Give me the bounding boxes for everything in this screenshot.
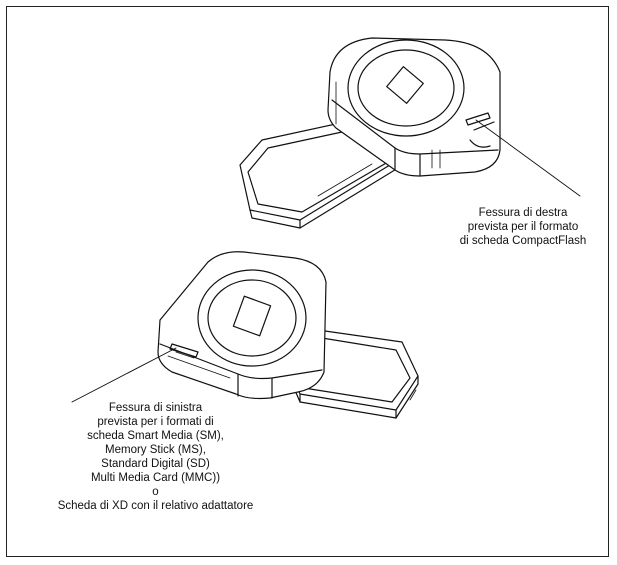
caption-line: Memory Stick (MS), — [105, 444, 206, 456]
figure-frame — [6, 6, 609, 557]
caption-line: o — [152, 486, 159, 498]
left-slot-caption: Fessura di sinistra prevista per i forma… — [8, 401, 303, 513]
caption-line: Fessura di destra — [478, 207, 568, 219]
caption-line: Standard Digital (SD) — [101, 458, 210, 470]
caption-line: Scheda di XD con il relativo adattatore — [57, 500, 254, 512]
caption-line: scheda Smart Media (SM), — [87, 430, 224, 442]
printer-bottom-view-illustration — [157, 251, 419, 419]
right-slot-leader-line — [475, 119, 581, 197]
caption-line: prevista per il formato — [467, 221, 579, 233]
caption-line: di scheda CompactFlash — [459, 235, 587, 247]
right-slot-caption: Fessura di destra prevista per il format… — [438, 206, 608, 248]
caption-line: Fessura di sinistra — [108, 402, 203, 414]
caption-line: prevista per i formati di — [97, 416, 214, 428]
left-slot-leader-line — [71, 347, 177, 403]
caption-line: Multi Media Card (MMC)) — [90, 472, 221, 484]
printer-top-view-illustration — [239, 37, 501, 229]
